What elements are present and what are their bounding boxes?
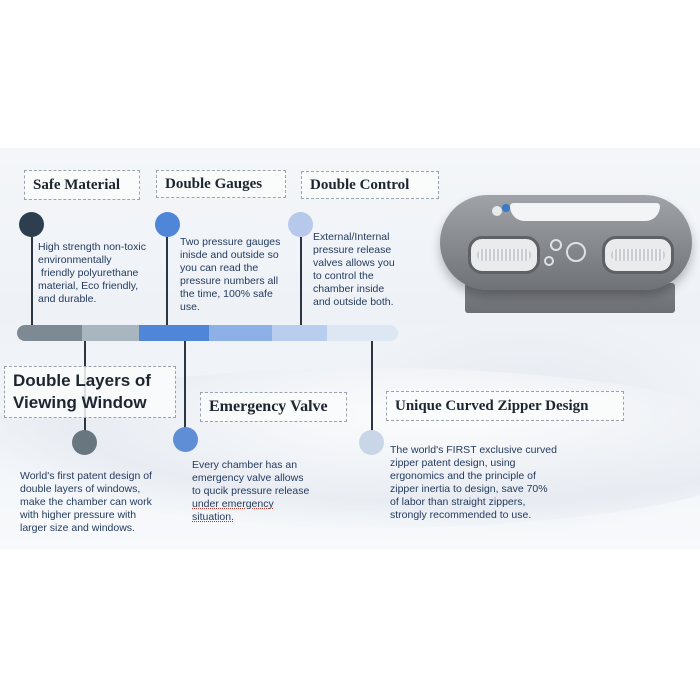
timeline-bar <box>17 325 398 341</box>
viewing-window-left <box>468 236 540 274</box>
curved-zipper-dot <box>359 430 384 455</box>
double-control-description: External/Internal pressure release valve… <box>313 231 395 308</box>
valve-icon <box>550 239 562 251</box>
double-gauges-description: Two pressure gauges inisde and outside s… <box>180 236 281 313</box>
safe-material-title: Safe Material <box>24 170 140 200</box>
double-layers-description: World's first patent design of double la… <box>20 470 152 534</box>
connector-line <box>31 237 33 327</box>
double-gauges-title: Double Gauges <box>156 170 286 198</box>
viewing-window-right <box>602 236 674 274</box>
connector-line <box>300 237 302 327</box>
double-control-dot <box>288 212 313 237</box>
chamber-body <box>440 195 692 290</box>
double-layers-dot <box>72 430 97 455</box>
curved-zipper-title: Unique Curved Zipper Design <box>386 391 624 421</box>
connector-line <box>184 341 186 429</box>
connector-line <box>166 237 168 327</box>
timeline-segment <box>139 325 209 341</box>
timeline-segment <box>17 325 82 341</box>
emergency-valve-dot <box>173 427 198 452</box>
timeline-segment <box>327 325 398 341</box>
valve-icon <box>502 204 510 212</box>
emergency-valve-title: Emergency Valve <box>200 392 347 422</box>
valve-icon <box>544 256 554 266</box>
connector-line <box>371 341 373 433</box>
double-gauges-dot <box>155 212 180 237</box>
timeline-segment <box>272 325 327 341</box>
hyperbaric-chamber-image <box>440 195 698 320</box>
double-layers-title: Double Layers of Viewing Window <box>4 366 176 418</box>
curved-zipper-description: The world's FIRST exclusive curved zippe… <box>390 444 557 521</box>
gauge-icon <box>566 242 586 262</box>
double-control-title: Double Control <box>301 171 439 199</box>
safe-material-description: High strength non-toxic environmentally … <box>38 241 146 305</box>
gauge-icon <box>492 206 502 216</box>
safe-material-dot <box>19 212 44 237</box>
timeline-segment <box>82 325 139 341</box>
timeline-segment <box>209 325 272 341</box>
chamber-zipper-stripe <box>510 203 660 221</box>
emergency-valve-description: Every chamber has an emergency valve all… <box>192 459 310 523</box>
